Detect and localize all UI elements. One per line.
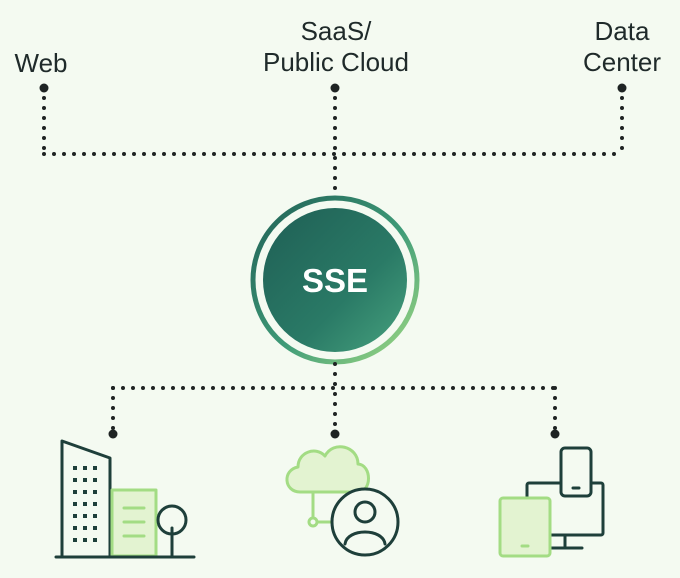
saas-label-line-2: Public Cloud (263, 47, 409, 77)
saas-node-label: SaaS/ Public Cloud (236, 16, 436, 78)
cloud-shape (285, 445, 370, 494)
datacenter-endpoint-dot (617, 83, 627, 93)
sse-hub-label: SSE (302, 262, 368, 299)
phone-body (559, 446, 593, 498)
tower-windows (73, 466, 97, 542)
bottom-connectors (111, 362, 557, 436)
bottom-endpoint-dots (108, 429, 560, 439)
office-buildings-icon (54, 439, 196, 559)
user-shoulders (343, 530, 387, 546)
user-head (353, 500, 377, 524)
tablet-body (498, 496, 552, 558)
sse-hub: SSE (250, 195, 420, 365)
web-node-label: Web (0, 48, 82, 79)
devices-endpoint-dot (550, 429, 560, 439)
datacenter-label-line-2: Center (582, 47, 662, 77)
cloud-user-icon (285, 445, 400, 557)
datacenter-node-label: Data Center (570, 16, 674, 78)
devices-icon (498, 446, 605, 558)
top-endpoint-dots (39, 83, 627, 93)
web-label-text: Web (14, 48, 68, 78)
link-node (307, 516, 319, 528)
buildings-endpoint-dot (108, 429, 118, 439)
datacenter-label-line-1: Data (594, 16, 650, 46)
cloud-endpoint-dot (330, 429, 340, 439)
top-connectors (42, 86, 624, 202)
low-building-windows (122, 506, 146, 538)
saas-endpoint-dot (330, 83, 340, 93)
web-endpoint-dot (39, 83, 49, 93)
saas-label-line-1: SaaS/ (300, 16, 372, 46)
sse-hub-disc (263, 208, 407, 352)
